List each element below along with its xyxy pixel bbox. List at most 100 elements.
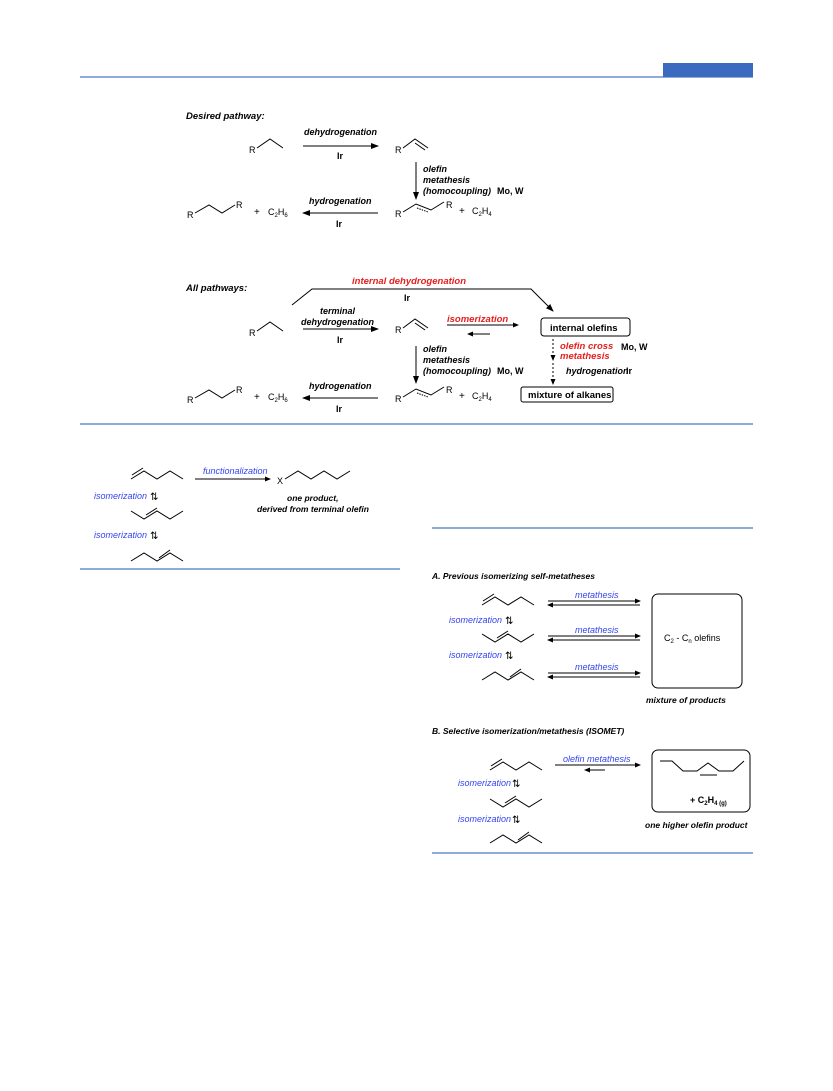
equilibrium-arrows-icon: ⇅	[512, 815, 520, 826]
alkane-structure	[256, 321, 284, 332]
all-pathways-label: All pathways:	[185, 283, 247, 294]
plus-sign: +	[254, 207, 260, 218]
arrow-internal-dehydrogenation	[291, 288, 554, 312]
double-bond-line	[414, 322, 426, 331]
scheme-functionalization: isomerization ⇅ isomerization ⇅ function…	[94, 466, 369, 562]
label-metathesis-red: metathesis	[560, 351, 610, 362]
header-block	[663, 63, 753, 77]
label-functionalization: functionalization	[203, 466, 268, 476]
label-olefin-metathesis: olefin metathesis	[563, 754, 631, 764]
ethylene-gas-formula: + C2H4 (g)	[690, 795, 727, 807]
label-one-higher-olefin: one higher olefin product	[645, 820, 749, 830]
double-bond-line	[416, 392, 429, 398]
label-metathesis: metathesis	[575, 662, 619, 672]
olefin-mixture-box	[651, 593, 743, 689]
label-ir: Ir	[404, 293, 411, 303]
label-internal-dehydrogenation: internal dehydrogenation	[352, 276, 466, 287]
ethane-formula: C2H6	[268, 392, 288, 404]
label-dehydrogenation: dehydrogenation	[304, 127, 378, 137]
label-isomerization: isomerization	[94, 530, 147, 540]
r-label: R	[236, 200, 243, 210]
hexene-2-structure	[489, 798, 543, 808]
ethane-formula: C2H6	[268, 207, 288, 219]
title-isomet: B. Selective isomerization/metathesis (I…	[432, 726, 624, 736]
label-metathesis: metathesis	[423, 355, 470, 365]
label-mo-w: Mo, W	[497, 186, 524, 196]
r-label: R	[395, 145, 402, 155]
equilibrium-arrows-icon: ⇅	[150, 492, 158, 503]
internal-olefins-label: internal olefins	[550, 323, 618, 334]
label-isomerization: isomerization	[449, 615, 502, 625]
ethylene-formula: C2H4	[472, 206, 492, 218]
r-label: R	[249, 145, 256, 155]
label-isomerization: isomerization	[447, 314, 508, 325]
r-label: R	[187, 395, 194, 405]
label-hydrogenation: hydrogenation	[566, 366, 629, 376]
label-isomerization: isomerization	[449, 650, 502, 660]
label-ir: Ir	[626, 366, 633, 376]
r-label: R	[446, 385, 453, 395]
double-bond-line	[145, 507, 158, 516]
double-bond-line	[517, 831, 530, 841]
double-bond-line	[490, 758, 503, 767]
hexene-2-structure	[481, 633, 535, 643]
r-label: R	[395, 325, 402, 335]
terminal-olefin-structure	[402, 318, 429, 329]
equilibrium-arrows-icon: ⇅	[505, 616, 513, 627]
double-bond-line	[158, 549, 171, 559]
r-label: R	[236, 385, 243, 395]
internal-olefins-box	[540, 317, 631, 337]
label-olefin-cross: olefin cross	[560, 341, 613, 352]
scheme-all-pathways: All pathways: internal dehydrogenation I…	[185, 276, 648, 414]
equilibrium-arrows-icon: ⇅	[505, 651, 513, 662]
x-label: X	[277, 476, 283, 486]
internal-olefin-structure	[402, 201, 445, 213]
label-dehydrogenation: dehydrogenation	[301, 317, 375, 327]
plus-sign: +	[459, 391, 465, 402]
double-bond-line	[131, 467, 144, 476]
label-ir: Ir	[337, 335, 344, 345]
label-mo-w: Mo, W	[621, 342, 648, 352]
label-ir: Ir	[336, 219, 343, 229]
double-bond-line	[482, 593, 495, 602]
label-ir: Ir	[336, 404, 343, 414]
r-label: R	[395, 394, 402, 404]
label-homocoupling: (homocoupling)	[423, 186, 491, 196]
label-one-product: one product,	[287, 493, 338, 503]
double-bond-line	[416, 207, 429, 213]
label-homocoupling: (homocoupling)	[423, 366, 491, 376]
scheme-previous-isomerizing: A. Previous isomerizing self-metatheses …	[431, 571, 743, 705]
hexene-3-structure	[130, 552, 184, 562]
title-previous-isomerizing: A. Previous isomerizing self-metatheses	[431, 571, 595, 581]
internal-olefin-structure	[402, 386, 445, 398]
label-derived-terminal: derived from terminal olefin	[257, 504, 369, 514]
alkane-structure	[256, 138, 284, 149]
higher-alkane-structure	[194, 389, 236, 399]
r-label: R	[395, 209, 402, 219]
double-bond-line	[509, 668, 522, 678]
hexene-1-structure	[489, 761, 543, 771]
scheme-desired-pathway: Desired pathway: R dehydrogenation Ir R …	[186, 111, 524, 229]
desired-pathway-label: Desired pathway:	[186, 111, 265, 122]
label-terminal: terminal	[320, 306, 356, 316]
plus-sign: +	[459, 206, 465, 217]
label-hydrogenation: hydrogenation	[309, 196, 372, 206]
ethylene-formula: C2H4	[472, 391, 492, 403]
label-olefin: olefin	[423, 344, 448, 354]
c2-cn-olefins-label: C2 - Cn olefins	[664, 633, 721, 645]
label-isomerization: isomerization	[458, 814, 511, 824]
label-metathesis: metathesis	[423, 175, 470, 185]
plus-sign: +	[254, 392, 260, 403]
hexene-2-structure	[130, 510, 184, 520]
r-label: R	[187, 210, 194, 220]
mixture-alkanes-box	[520, 386, 614, 403]
product-box	[651, 749, 751, 813]
mixture-alkanes-label: mixture of alkanes	[528, 390, 611, 401]
terminal-olefin-structure	[402, 138, 429, 149]
hexene-3-structure	[481, 671, 535, 681]
label-metathesis: metathesis	[575, 590, 619, 600]
double-bond-line	[504, 795, 517, 804]
scheme-isomet: B. Selective isomerization/metathesis (I…	[432, 726, 751, 844]
